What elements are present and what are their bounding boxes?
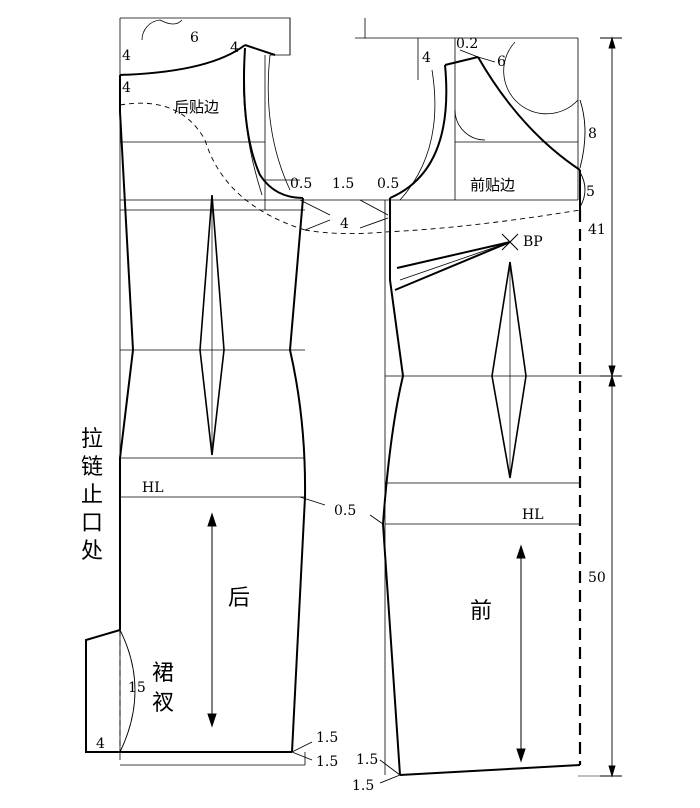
dim-hip-side-adjust: 0.5 [334, 503, 356, 519]
dim-back-neck-width: 6 [190, 30, 199, 46]
dim-back-hem-up: 1.5 [316, 730, 338, 746]
dim-front-armhole-ease: 0.5 [377, 176, 399, 192]
grain-lines [207, 512, 526, 763]
label-bp: BP [523, 234, 543, 250]
dim-side-seam-gap: 4 [340, 216, 349, 232]
dim-center-ease: 1.5 [332, 176, 354, 192]
front-piece-outline [381, 56, 581, 776]
facing-lines [119, 102, 581, 235]
construction-lines [119, 17, 620, 775]
dim-bodice-length: 41 [588, 222, 606, 238]
dim-front-neck-offset: 0.2 [456, 36, 478, 52]
label-zipper-3: 止 [81, 483, 103, 508]
dim-front-neck-depth: 8 [588, 126, 597, 142]
label-zipper-1: 拉 [81, 427, 103, 452]
label-zipper-2: 链 [81, 455, 103, 480]
dim-slit-length: 15 [128, 680, 146, 696]
dim-skirt-length: 50 [588, 570, 606, 586]
dim-front-facing-width: 5 [586, 184, 595, 200]
label-slit-1: 裙 [152, 661, 174, 686]
label-front-facing: 前贴边 [470, 176, 515, 194]
text-labels: 4 6 4 4 后贴边 0.5 1.5 0.5 4 0.2 4 6 8 5 前贴… [81, 30, 606, 794]
dim-slit-width: 4 [96, 736, 105, 752]
label-back-facing: 后贴边 [174, 98, 219, 116]
label-slit-2: 衩 [152, 691, 174, 716]
dim-back-shoulder-raise: 4 [230, 40, 239, 56]
dim-front-hem-up: 1.5 [356, 752, 378, 768]
label-front-piece: 前 [470, 599, 492, 624]
dim-front-shoulder-raise: 4 [422, 50, 431, 66]
dim-back-neck-depth-top: 4 [122, 48, 131, 64]
dim-back-armhole-ease: 0.5 [290, 176, 312, 192]
label-hl-front: HL [522, 507, 544, 523]
bp-marker [501, 233, 519, 251]
label-back-piece: 后 [228, 586, 250, 611]
dim-front-neck-width: 6 [497, 54, 506, 70]
dim-back-hem-down: 1.5 [316, 754, 338, 770]
label-zipper-5: 处 [81, 539, 103, 564]
dim-back-neck-drop: 4 [122, 80, 131, 96]
dimension-lines [119, 36, 622, 784]
darts [199, 194, 527, 479]
label-zipper-4: 口 [81, 511, 103, 536]
label-hl-back: HL [142, 480, 164, 496]
back-piece-outline [85, 44, 307, 753]
dim-front-hem-down: 1.5 [352, 778, 374, 794]
